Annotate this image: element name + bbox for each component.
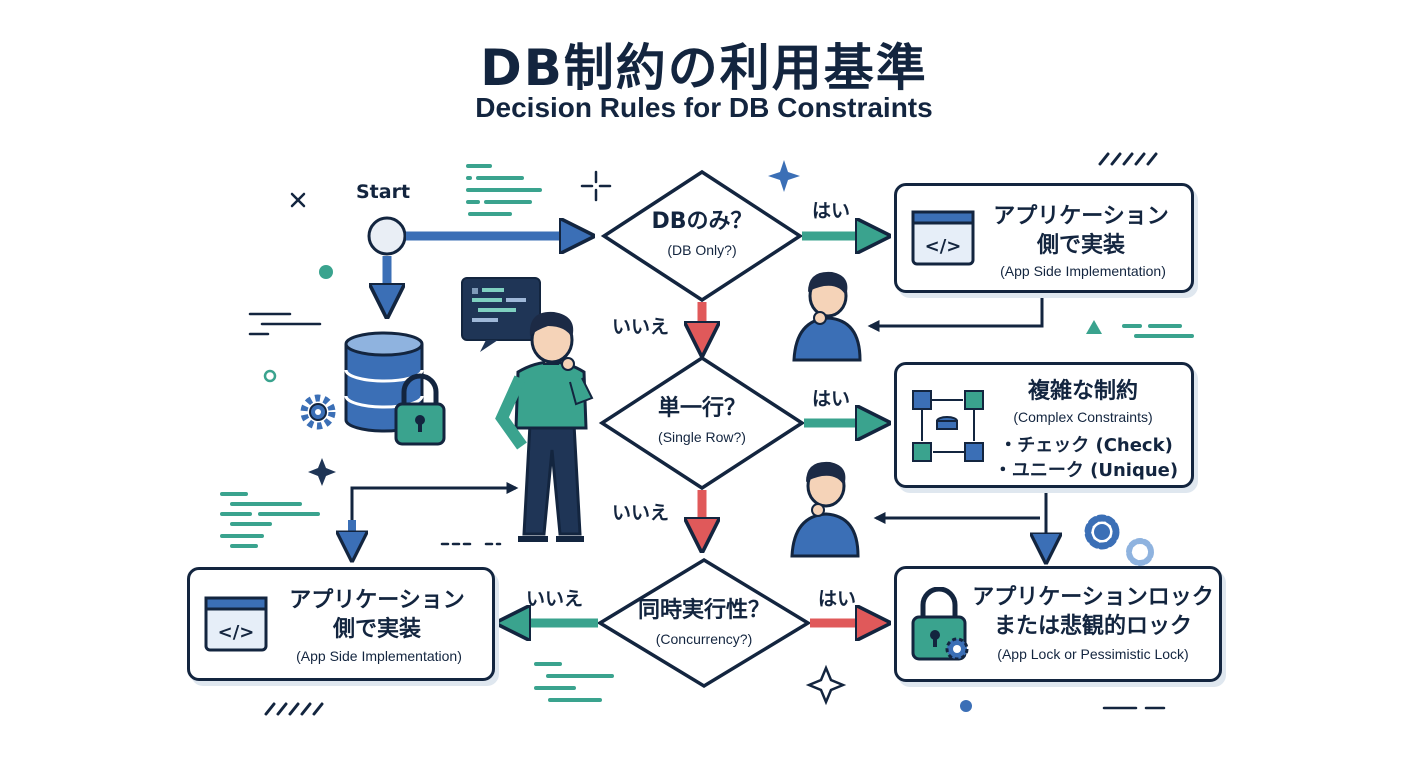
lock-line2: または悲観的ロック — [993, 614, 1192, 639]
outcome-complex-constraints: 複雑な制約 (Complex Constraints) ・チェック (Check… — [894, 362, 1194, 488]
outcome-lock: アプリケーションロック または悲観的ロック (App Lock or Pessi… — [894, 566, 1222, 682]
decision-db-only — [600, 169, 804, 303]
connector-left-loop — [350, 482, 519, 560]
person-standing-illustration — [495, 311, 594, 542]
app-side-top-en: (App Side Implementation) — [1000, 263, 1166, 279]
start-node — [367, 216, 407, 256]
decision-single-row-ja: 単一行？ — [657, 396, 746, 421]
complex-bullet-unique: ・ユニーク (Unique) — [993, 460, 1179, 481]
code-window-icon: </> — [911, 210, 975, 266]
chat-bubble-icon — [461, 277, 541, 352]
person-thinking-top — [792, 271, 862, 362]
lock-en: (App Lock or Pessimistic Lock) — [997, 646, 1189, 662]
complex-ja: 複雑な制約 — [1027, 379, 1138, 404]
app-side-top-line1: アプリケーション — [993, 204, 1169, 229]
app-side-bottom-line1: アプリケーション — [289, 588, 465, 613]
decision-concurrency — [596, 557, 812, 689]
decorative-doodles — [220, 152, 1194, 716]
decision-db-only-ja: DBのみ？ — [651, 209, 753, 234]
decision-single-row — [598, 355, 806, 491]
padlock-icon — [394, 373, 446, 446]
start-label: Start — [356, 181, 411, 203]
complex-bullet-check: ・チェック (Check) — [999, 435, 1173, 456]
svg-text:</>: </> — [218, 622, 255, 643]
decision-concurrency-en: (Concurrency?) — [655, 631, 753, 647]
complex-en: (Complex Constraints) — [1013, 409, 1153, 425]
outcome-app-side-bottom: </> アプリケーション 側で実装 (App Side Implementati… — [187, 567, 495, 681]
edge-label-no-1: いいえ — [612, 316, 670, 338]
person-thinking-bottom — [790, 461, 860, 558]
edge-label-no-2: いいえ — [612, 502, 670, 524]
app-side-top-line2: 側で実装 — [1036, 233, 1125, 258]
flowchart-icon — [912, 390, 984, 462]
edge-label-no-3: いいえ — [526, 588, 584, 610]
svg-text:</>: </> — [925, 236, 962, 257]
connector-top-box-to-person — [867, 292, 1044, 332]
decision-concurrency-ja: 同時実行性？ — [637, 598, 770, 623]
page-title: DB制約の利用基準 — [480, 39, 928, 97]
gear-icon — [300, 394, 336, 430]
app-side-bottom-en: (App Side Implementation) — [296, 648, 462, 664]
lock-line1: アプリケーションロック — [972, 585, 1214, 610]
app-side-bottom-line2: 側で実装 — [332, 617, 421, 642]
outcome-app-side-top: </> アプリケーション 側で実装 (App Side Implementati… — [894, 183, 1194, 293]
padlock-icon — [911, 587, 969, 661]
decision-db-only-en: (DB Only?) — [667, 242, 737, 258]
edge-label-yes-3: はい — [818, 588, 857, 610]
edge-label-yes-1: はい — [812, 200, 851, 222]
edge-label-yes-2: はい — [812, 388, 851, 410]
code-window-icon: </> — [204, 596, 268, 652]
decision-single-row-en: (Single Row?) — [658, 429, 746, 445]
page-subtitle: Decision Rules for DB Constraints — [475, 92, 933, 123]
